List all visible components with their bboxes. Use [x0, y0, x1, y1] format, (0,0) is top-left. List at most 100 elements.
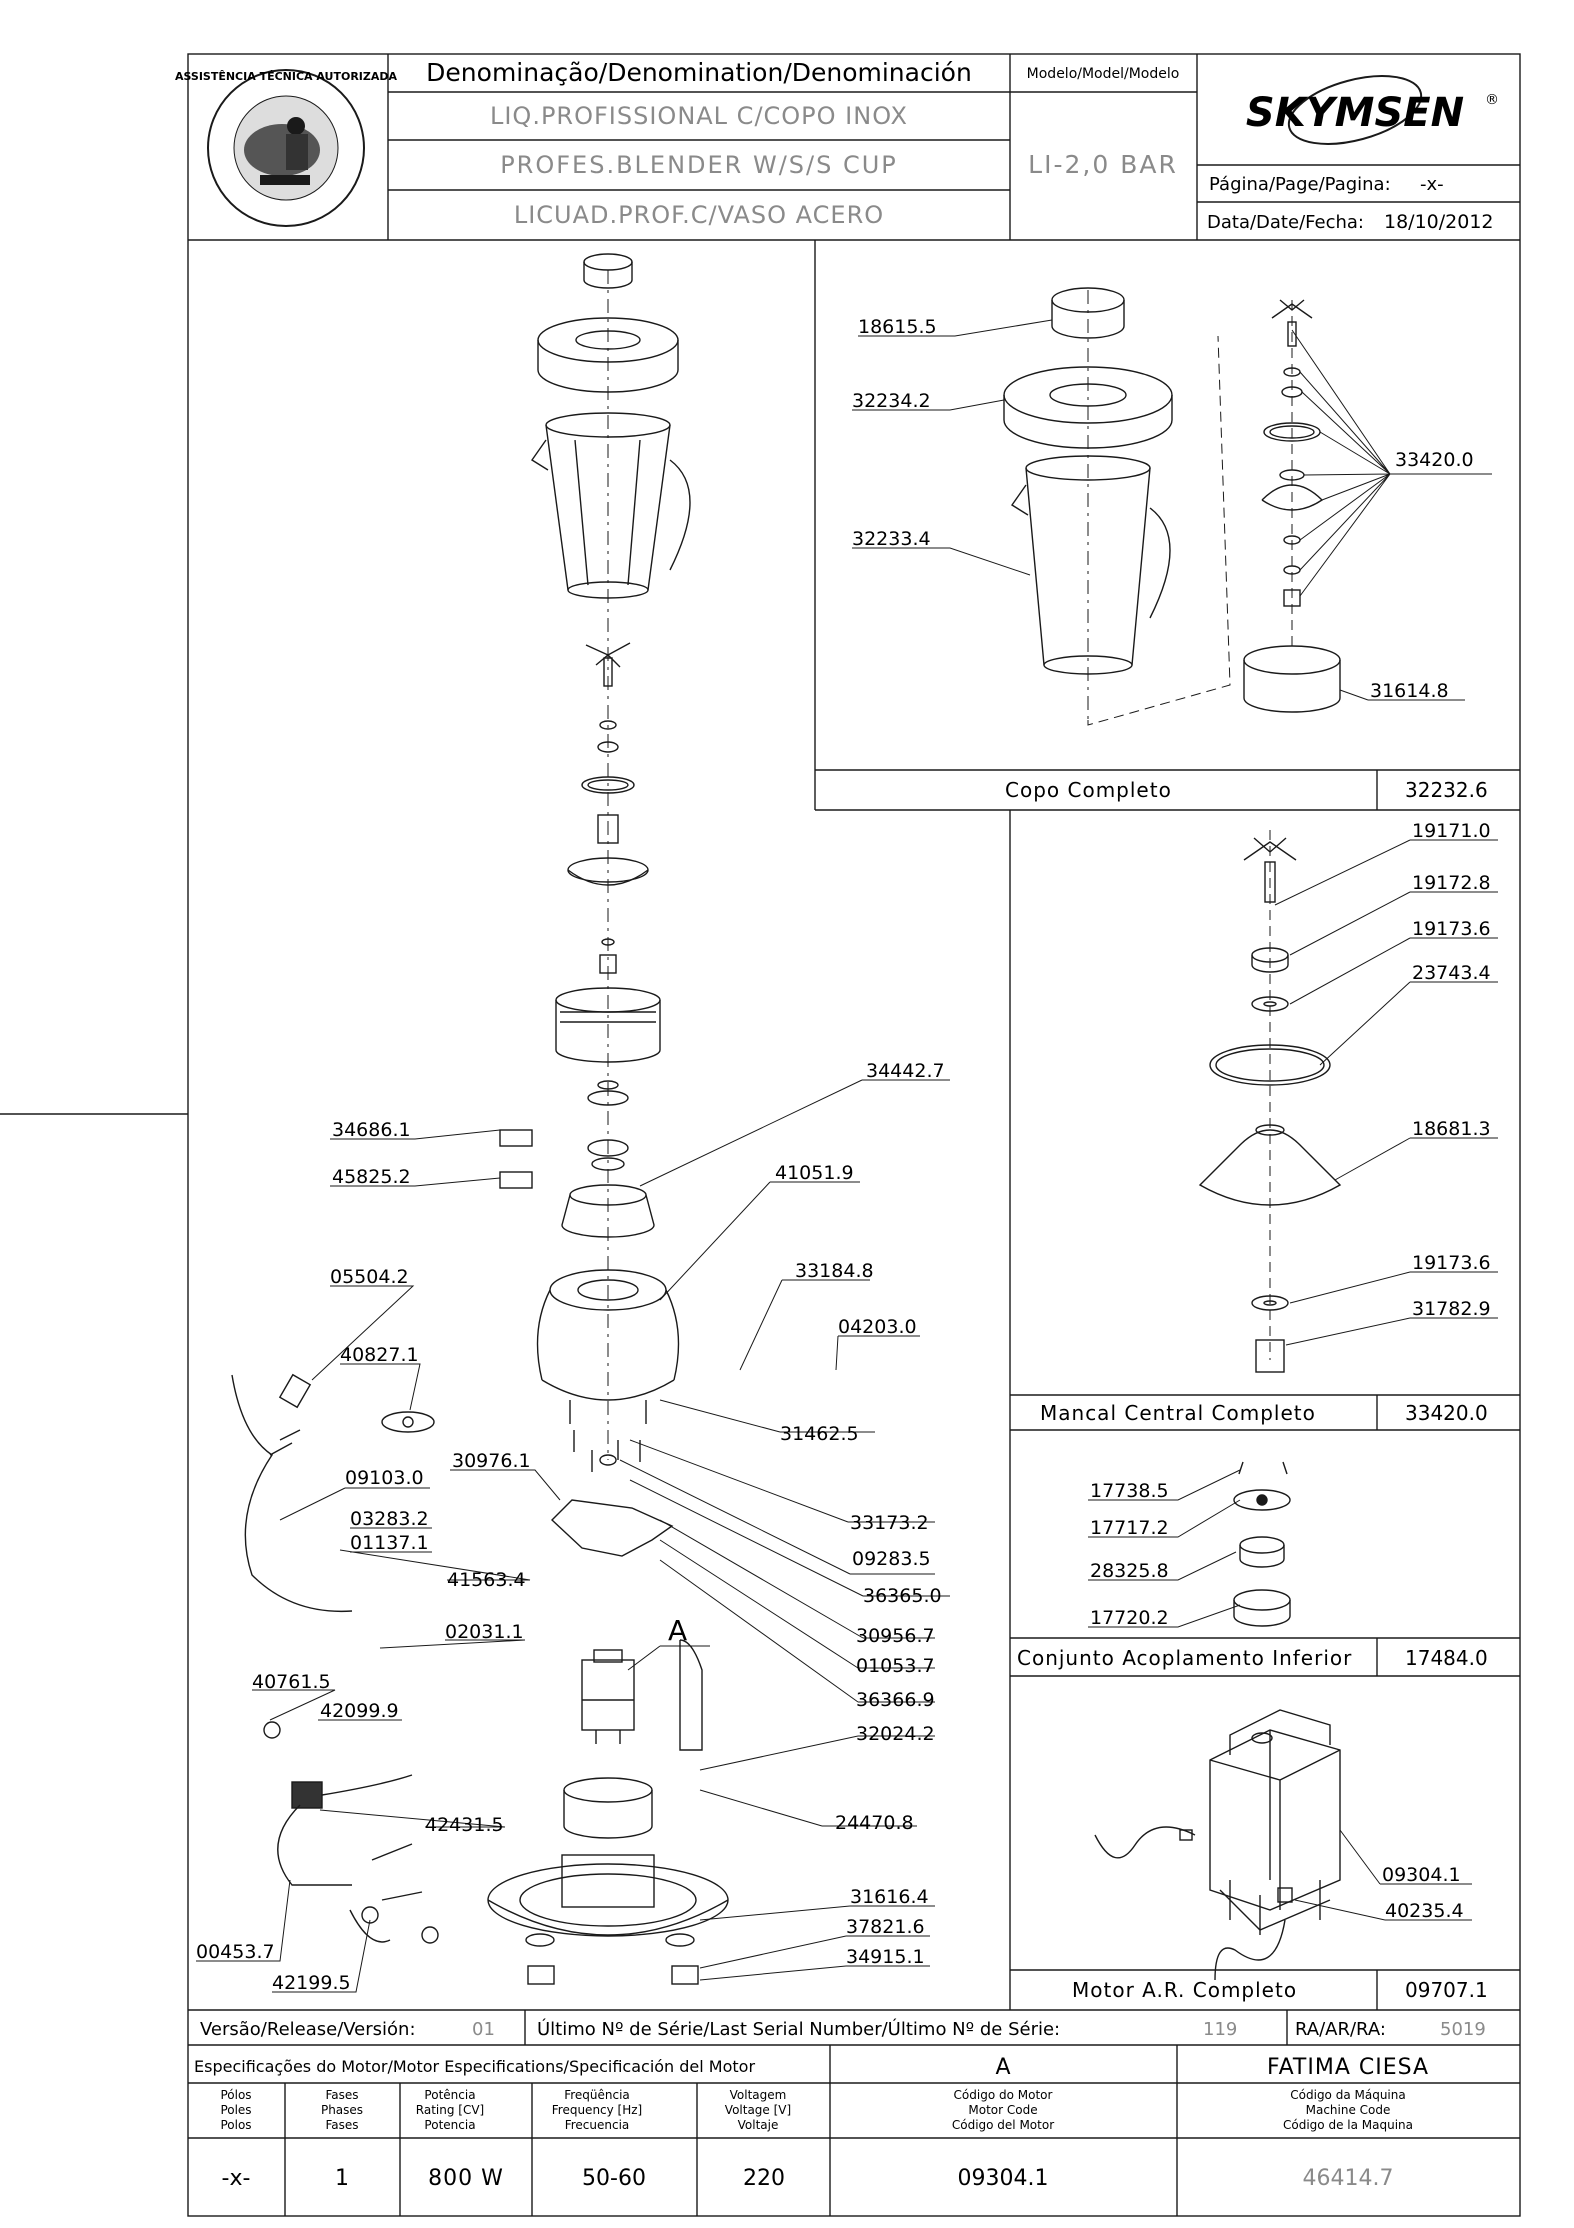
- callout-32233-4: 32233.4: [852, 528, 931, 550]
- callout-19173-6-b: 19173.6: [1412, 1252, 1491, 1274]
- callout-17738-5: 17738.5: [1090, 1480, 1169, 1502]
- ra-label: RA/AR/RA:: [1295, 2019, 1386, 2040]
- callout-31614-8: 31614.8: [1370, 680, 1449, 702]
- callout-40235-4: 40235.4: [1385, 1900, 1464, 1922]
- callout-30956-7: 30956.7: [856, 1625, 935, 1647]
- ra-value: 5019: [1440, 2019, 1486, 2040]
- date-label: Data/Date/Fecha:: [1207, 212, 1364, 233]
- seal-text: ASSISTÊNCIA TÉCNICA AUTORIZADA: [175, 70, 398, 83]
- spec-header-machine-code-1: Código da Máquina: [1290, 2088, 1405, 2102]
- callout-03283-2: 03283.2: [350, 1508, 429, 1530]
- callout-09103-0: 09103.0: [345, 1467, 424, 1489]
- callout-01053-7: 01053.7: [856, 1655, 935, 1677]
- motor-panel-title: Motor A.R. Completo: [1072, 1978, 1297, 2002]
- spec-value-machine-code: 46414.7: [1303, 2166, 1394, 2191]
- callout-09283-5: 09283.5: [852, 1548, 931, 1570]
- bearing-panel-drawing: [1198, 830, 1342, 1373]
- spec-header-voltage-2: Voltage [V]: [725, 2103, 791, 2117]
- spec-value-rating: 800 W: [428, 2166, 504, 2191]
- motor-panel-callouts: 09304.1 40235.4: [1382, 1864, 1464, 1922]
- spec-value-voltage: 220: [743, 2166, 785, 2191]
- main-callout-leaders: [196, 1079, 950, 1993]
- spec-value-motor-code: 09304.1: [958, 2166, 1049, 2191]
- bearing-panel-leaders: [1274, 839, 1498, 1346]
- callout-45825-2: 45825.2: [332, 1166, 411, 1188]
- page-label: Página/Page/Pagina:: [1209, 174, 1391, 195]
- sheet-frame: [0, 53, 1521, 2217]
- spec-header-machine-code-3: Código de la Maquina: [1283, 2118, 1413, 2132]
- spec-value-poles: -x-: [222, 2166, 251, 2191]
- callout-41563-4: 41563.4: [447, 1569, 526, 1591]
- spec-header-motor-code-2: Motor Code: [968, 2103, 1037, 2117]
- callout-42099-9: 42099.9: [320, 1700, 399, 1722]
- brand-logo: SKYMSEN ®: [1246, 75, 1499, 145]
- callout-17720-2: 17720.2: [1090, 1607, 1169, 1629]
- callout-36366-9: 36366.9: [856, 1689, 935, 1711]
- callout-31462-5: 31462.5: [780, 1423, 859, 1445]
- bearing-panel-callouts: 19171.0 19172.8 19173.6 23743.4 18681.3 …: [1412, 820, 1491, 1320]
- page-value: -x-: [1420, 174, 1444, 195]
- callout-23743-4: 23743.4: [1412, 962, 1491, 984]
- callout-41051-9: 41051.9: [775, 1162, 854, 1184]
- bearing-panel-code: 33420.0: [1405, 1401, 1488, 1425]
- spec-header-motor-code-1: Código do Motor: [954, 2088, 1053, 2102]
- spec-header-voltage-3: Voltaje: [738, 2118, 779, 2132]
- callout-19171-0: 19171.0: [1412, 820, 1491, 842]
- spec-header-poles-3: Polos: [220, 2118, 251, 2132]
- brand-name: SKYMSEN: [1246, 90, 1464, 136]
- motor-tag: A: [627, 1614, 710, 1671]
- callout-42431-5: 42431.5: [425, 1814, 504, 1836]
- callout-18681-3: 18681.3: [1412, 1118, 1491, 1140]
- callout-37821-6: 37821.6: [846, 1916, 925, 1938]
- coupling-panel-leaders: [1088, 1469, 1241, 1628]
- spec-header-rating-1: Potência: [424, 2088, 475, 2102]
- callout-34442-7: 34442.7: [866, 1060, 945, 1082]
- callout-40827-1: 40827.1: [340, 1344, 419, 1366]
- product-name-es: LICUAD.PROF.C/VASO ACERO: [514, 201, 884, 229]
- product-name-pt: LIQ.PROFISSIONAL C/COPO INOX: [490, 102, 908, 130]
- motor-tag-label: A: [668, 1614, 687, 1647]
- spec-header-phases-2: Phases: [321, 2103, 363, 2117]
- coupling-panel-drawing: [1233, 1461, 1291, 1627]
- spec-value-frequency: 50-60: [582, 2166, 646, 2191]
- callout-24470-8: 24470.8: [835, 1812, 914, 1834]
- callout-01137-1: 01137.1: [350, 1532, 429, 1554]
- cup-panel-title: Copo Completo: [1005, 778, 1172, 802]
- spec-header-motor-code-3: Código del Motor: [952, 2118, 1054, 2132]
- callout-32024-2: 32024.2: [856, 1723, 935, 1745]
- spec-header-rating-3: Potencia: [424, 2118, 475, 2132]
- spec-header-machine-code-2: Machine Code: [1306, 2103, 1391, 2117]
- brand-mark: ®: [1485, 92, 1499, 108]
- callout-32234-2: 32234.2: [852, 390, 931, 412]
- main-callouts: 34442.7 34686.1 45825.2 41051.9 05504.2 …: [196, 1060, 945, 1994]
- spec-header-phases-3: Fases: [325, 2118, 358, 2132]
- motor-panel-leaders: [1294, 1829, 1472, 1921]
- callout-42199-5: 42199.5: [272, 1972, 351, 1994]
- cup-panel-callouts: 18615.5 32234.2 32233.4 33420.0 31614.8: [852, 316, 1474, 702]
- cup-panel-code: 32232.6: [1405, 778, 1488, 802]
- spec-header-voltage-1: Voltagem: [730, 2088, 787, 2102]
- product-name-en: PROFES.BLENDER W/S/S CUP: [500, 151, 898, 179]
- specs-motor-ref: A: [995, 2055, 1010, 2080]
- spec-header-rating-2: Rating [CV]: [416, 2103, 484, 2117]
- specs-company: FATIMA CIESA: [1267, 2055, 1429, 2080]
- callout-04203-0: 04203.0: [838, 1316, 917, 1338]
- coupling-panel-callouts: 17738.5 17717.2 28325.8 17720.2: [1090, 1480, 1169, 1629]
- date-value: 18/10/2012: [1384, 211, 1494, 233]
- callout-05504-2: 05504.2: [330, 1266, 409, 1288]
- callout-19173-6: 19173.6: [1412, 918, 1491, 940]
- spec-header-phases-1: Fases: [325, 2088, 358, 2102]
- cup-panel-drawing: [1003, 287, 1341, 726]
- serial-value: 119: [1203, 2019, 1237, 2040]
- bearing-panel-title: Mancal Central Completo: [1040, 1401, 1316, 1425]
- motor-panel-drawing: [1094, 1709, 1341, 1981]
- model-value: LI-2,0 BAR: [1028, 150, 1178, 179]
- spec-header-frequency-2: Frequency [Hz]: [552, 2103, 643, 2117]
- spec-header-frequency-1: Freqüência: [564, 2088, 630, 2102]
- callout-31616-4: 31616.4: [850, 1886, 929, 1908]
- callout-33184-8: 33184.8: [795, 1260, 874, 1282]
- callout-34915-1: 34915.1: [846, 1946, 925, 1968]
- coupling-panel-title: Conjunto Acoplamento Inferior: [1017, 1646, 1352, 1670]
- callout-30976-1: 30976.1: [452, 1450, 531, 1472]
